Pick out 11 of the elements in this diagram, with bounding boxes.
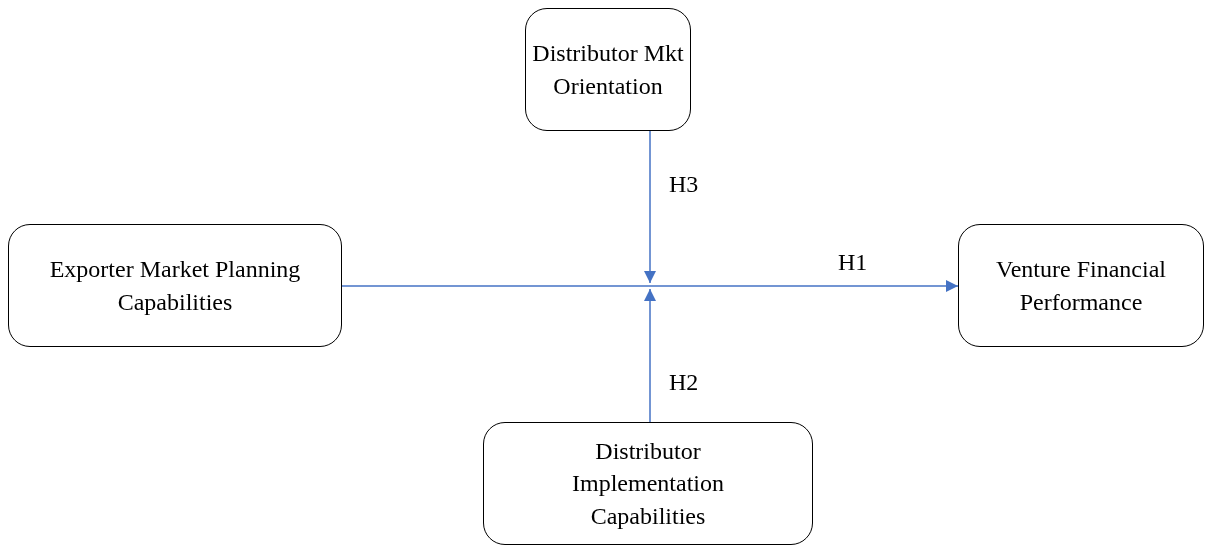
- node-label: Distributor Mkt Orientation: [531, 39, 685, 101]
- rounded-box: [525, 8, 691, 131]
- node-label: Distributor Implementation Capabilities: [571, 436, 725, 531]
- rounded-box: [958, 224, 1204, 347]
- rounded-box: [483, 422, 813, 545]
- node-label: Exporter Market Planning Capabilities: [48, 255, 302, 317]
- rounded-box: [8, 224, 342, 347]
- arrow: [644, 288, 656, 423]
- arrow: [341, 280, 959, 292]
- arrow: [644, 130, 656, 284]
- node-label: Venture Financial Performance: [995, 255, 1167, 317]
